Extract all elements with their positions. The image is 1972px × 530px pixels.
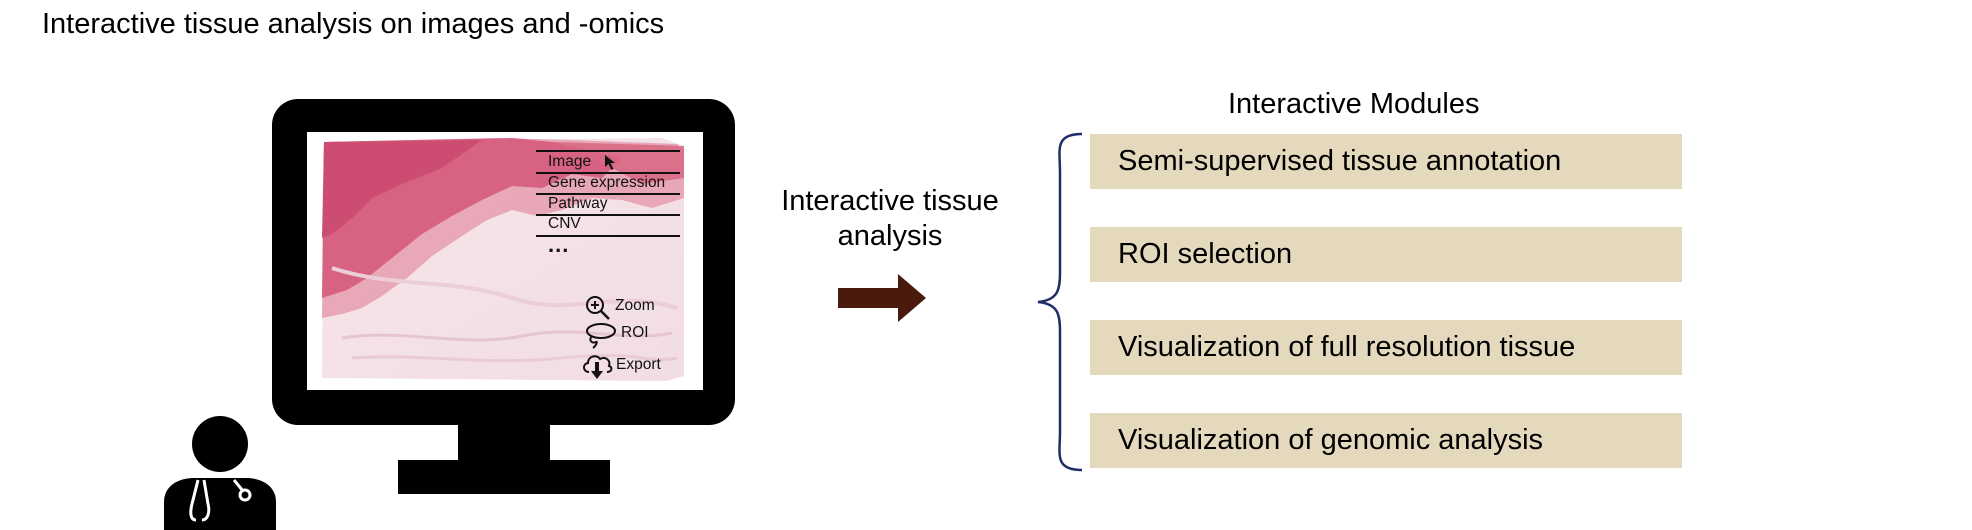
module-genomic-visualization: Visualization of genomic analysis	[1090, 413, 1682, 468]
monitor-neck	[458, 425, 550, 460]
menu-divider	[536, 214, 680, 216]
menu-divider	[536, 172, 680, 174]
curly-brace	[1037, 132, 1083, 472]
menu-divider	[536, 150, 680, 152]
zoom-label[interactable]: Zoom	[615, 297, 655, 314]
module-roi-selection: ROI selection	[1090, 227, 1682, 282]
arrow-label: Interactive tissue analysis	[765, 184, 1015, 254]
menu-item-image[interactable]: Image	[548, 153, 592, 170]
export-label[interactable]: Export	[616, 356, 661, 373]
roi-label[interactable]: ROI	[621, 324, 649, 341]
menu-item-cnv[interactable]: CNV	[548, 215, 581, 232]
module-semi-supervised-annotation: Semi-supervised tissue annotation	[1090, 134, 1682, 189]
right-arrow-icon	[838, 274, 926, 322]
lasso-icon[interactable]	[584, 322, 618, 350]
menu-more[interactable]: ...	[548, 232, 570, 257]
figure-title: Interactive tissue analysis on images an…	[42, 8, 665, 40]
modules-title: Interactive Modules	[1228, 88, 1480, 120]
menu-divider	[536, 235, 680, 237]
zoom-in-icon[interactable]	[584, 295, 612, 321]
cloud-download-icon[interactable]	[580, 350, 614, 380]
menu-item-gene-expression[interactable]: Gene expression	[548, 174, 666, 191]
module-full-resolution-visualization: Visualization of full resolution tissue	[1090, 320, 1682, 375]
doctor-icon	[164, 416, 276, 530]
arrow-label-line1: Interactive tissue	[781, 185, 999, 217]
stethoscope-icon	[189, 479, 252, 522]
monitor-stand	[398, 460, 610, 494]
menu-item-pathway[interactable]: Pathway	[548, 195, 608, 212]
arrow-label-line2: analysis	[837, 220, 943, 252]
cursor-icon	[605, 155, 615, 170]
menu-divider	[536, 193, 680, 195]
